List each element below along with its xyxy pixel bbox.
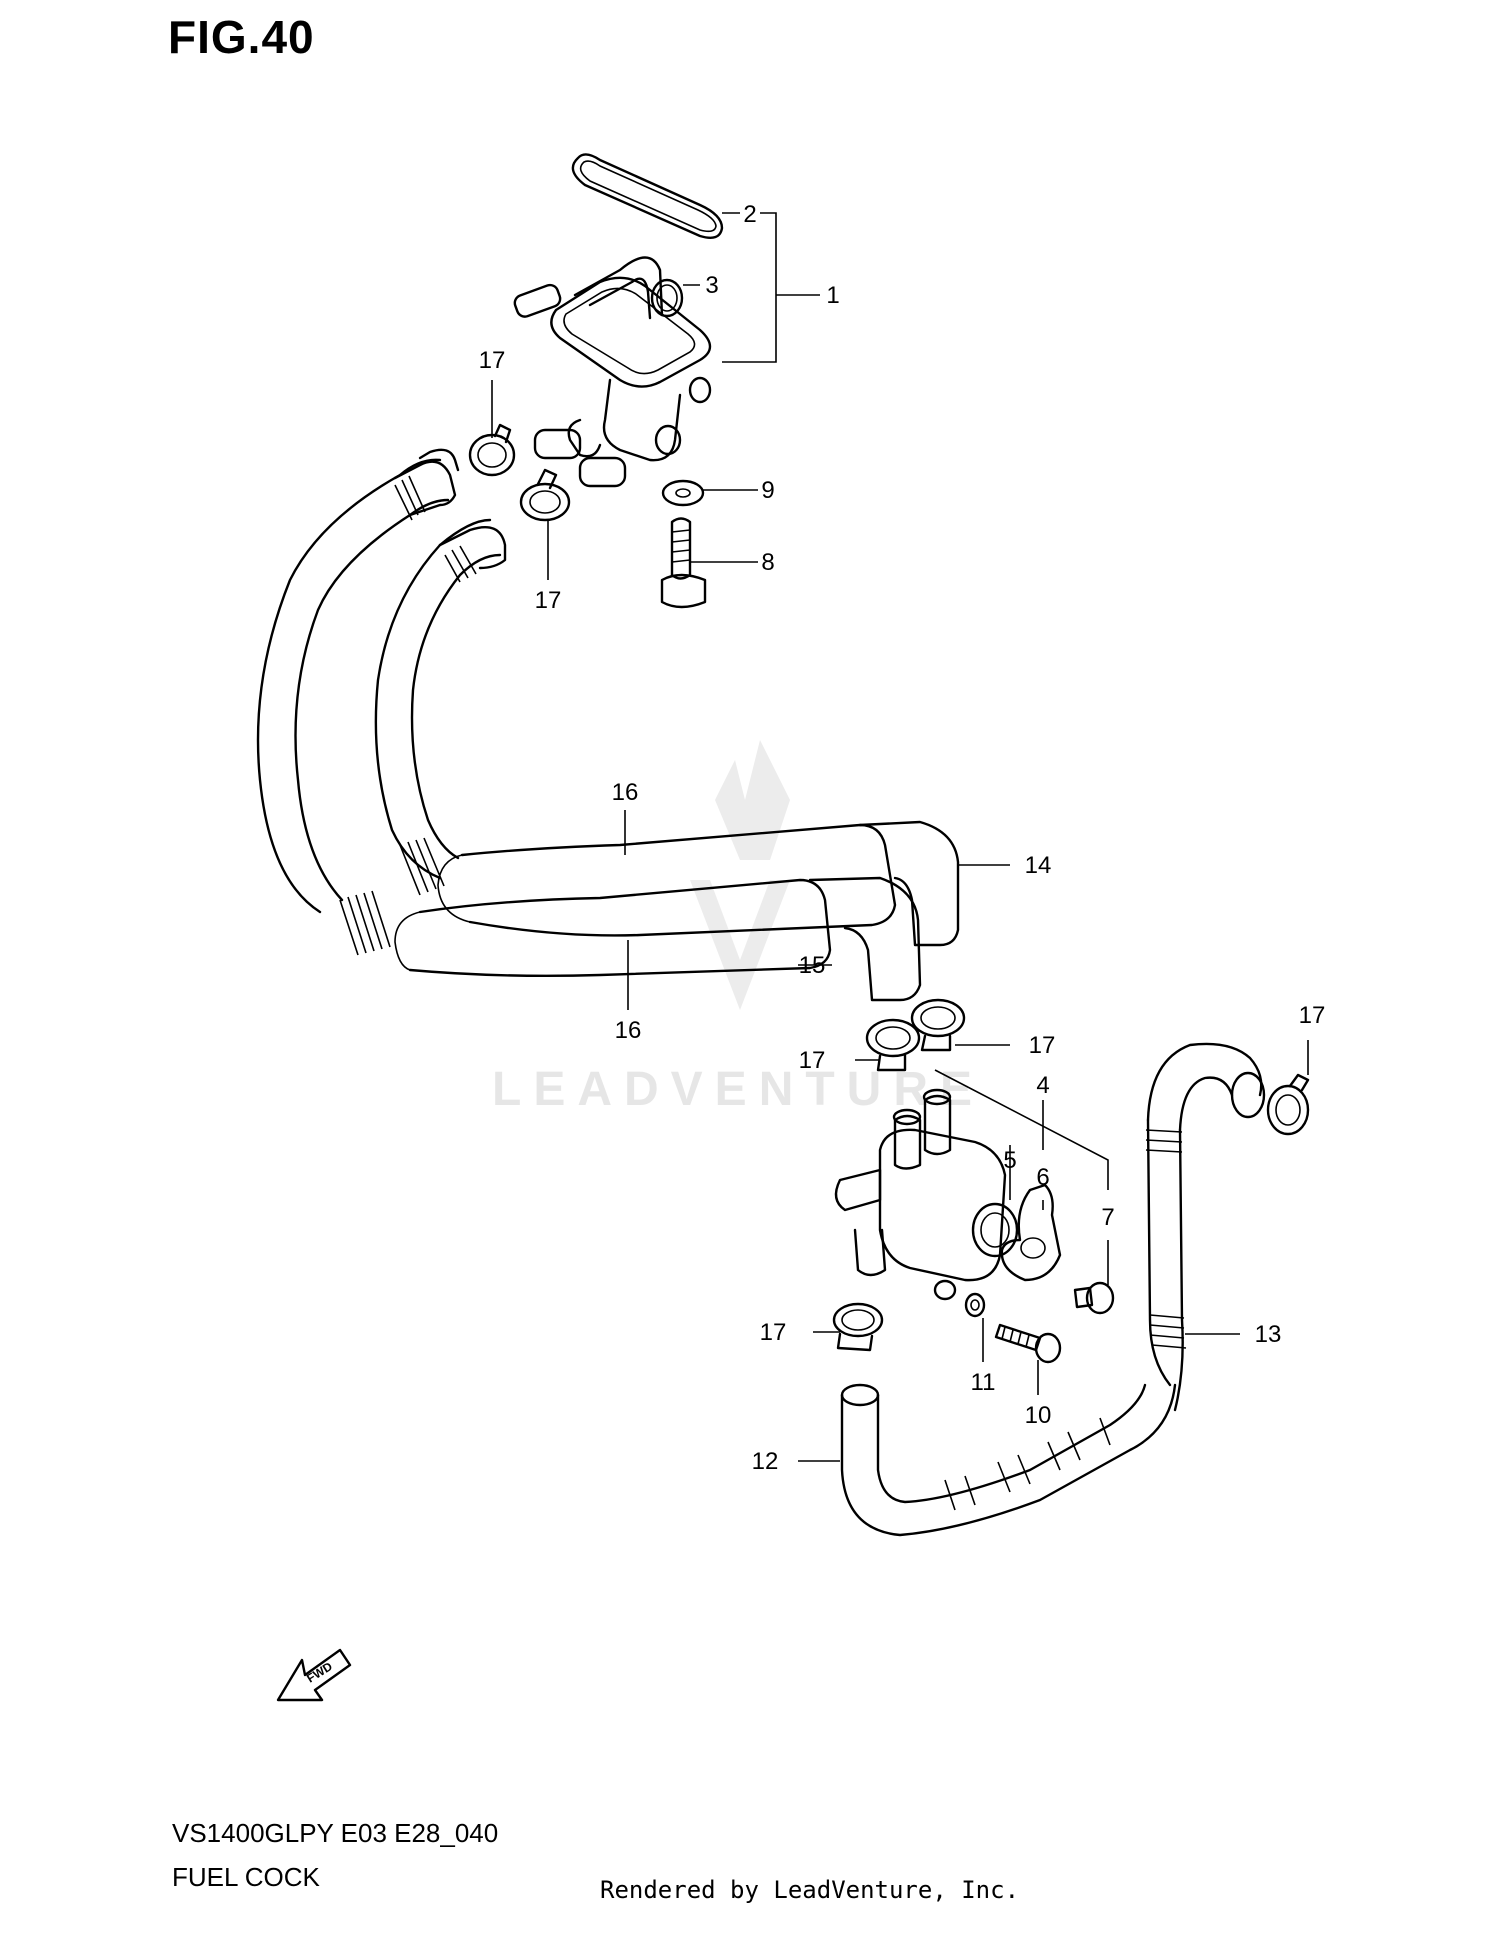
callout-15: 15 [799, 952, 826, 979]
callout-13: 13 [1255, 1321, 1282, 1348]
part-clamp-17-lower-b [910, 998, 966, 1052]
callout-17-f: 17 [760, 1319, 787, 1346]
callout-17-e: 17 [1299, 1002, 1326, 1029]
part-clamp-17-lower-a [865, 1018, 921, 1072]
callout-3: 3 [705, 272, 718, 299]
leader-lines [491, 212, 1309, 1462]
callout-17-b: 17 [535, 587, 562, 614]
part-clamp-17-lower-c [832, 1302, 884, 1352]
figure-title: FIG.40 [168, 11, 315, 63]
part-washer-9 [661, 479, 705, 507]
callout-11: 11 [971, 1369, 996, 1396]
part-bolt-8 [660, 517, 707, 609]
callout-17-d: 17 [799, 1047, 826, 1074]
part-screw-7 [1073, 1281, 1115, 1315]
callout-8: 8 [761, 549, 774, 576]
model-code: VS1400GLPY E03 E28_040 [172, 1818, 499, 1848]
callout-4: 4 [1036, 1072, 1049, 1099]
part-hose-16-inner [374, 518, 507, 880]
callout-12: 12 [752, 1448, 779, 1475]
callout-17-c: 17 [1029, 1032, 1056, 1059]
part-bolt-10 [994, 1323, 1062, 1364]
part-fuel-cock-lower-body [834, 1088, 1019, 1301]
part-o-ring-3 [650, 278, 684, 318]
part-lever-6 [1000, 1183, 1062, 1282]
callout-16-b: 16 [615, 1017, 642, 1044]
part-hose-13 [1145, 1042, 1266, 1412]
part-hose-14 [399, 820, 960, 947]
part-hose-15 [339, 876, 922, 1002]
part-washer-11 [964, 1292, 986, 1318]
part-hose-12 [840, 1383, 1177, 1537]
callout-9: 9 [761, 477, 774, 504]
watermark-text: LEADVENTURE [492, 1063, 984, 1116]
leadventure-watermark: LEADVENTURE [492, 740, 984, 1116]
part-clamp-17-upper-a [468, 423, 516, 477]
part-fuel-cock-upper-1 [513, 256, 712, 488]
callout-16-a: 16 [612, 779, 639, 806]
render-credit: Rendered by LeadVenture, Inc. [600, 1876, 1020, 1904]
callout-1: 1 [826, 282, 839, 309]
part-clamp-17-right [1266, 1073, 1310, 1136]
callout-2: 2 [743, 201, 756, 228]
part-o-ring-gasket-2 [571, 153, 724, 239]
assembly-name: FUEL COCK [172, 1862, 320, 1892]
callout-7: 7 [1101, 1204, 1114, 1231]
callout-6: 6 [1036, 1164, 1049, 1191]
callout-labels: 2 3 1 17 9 8 17 16 14 15 16 17 17 17 4 5… [479, 201, 1326, 1475]
callout-10: 10 [1025, 1402, 1052, 1429]
callout-5: 5 [1003, 1147, 1016, 1174]
callout-17-a: 17 [479, 347, 506, 374]
part-hose-16-outer [256, 448, 460, 914]
callout-14: 14 [1025, 852, 1052, 879]
part-clamp-17-upper-b [519, 468, 571, 522]
fwd-label: FWD [304, 1659, 335, 1686]
fwd-arrow-icon: FWD [276, 1648, 352, 1702]
